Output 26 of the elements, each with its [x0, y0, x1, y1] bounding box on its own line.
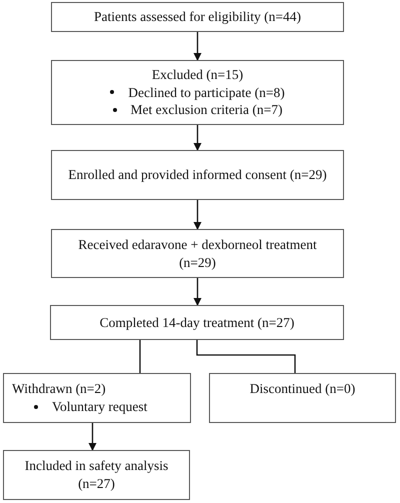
box-text: Patients assessed for eligibility (n=44): [94, 8, 302, 26]
box-text: Received edaravone + dexborneol treatment (n=29): [77, 236, 318, 272]
arrow: [194, 278, 202, 306]
bullet-text: Met exclusion criteria (n=7): [130, 101, 282, 119]
process-box: [50, 305, 344, 340]
box-text: Discontinued (n=0): [250, 380, 356, 398]
connector-line: [139, 340, 141, 373]
process-box: [3, 373, 191, 423]
arrow: [194, 32, 202, 61]
process-box: [209, 373, 396, 423]
process-box: [51, 60, 344, 125]
arrow: [88, 423, 96, 451]
process-box: [3, 450, 190, 500]
arrow: [194, 200, 202, 230]
bullet-text: Voluntary request: [52, 398, 148, 416]
process-box: [51, 229, 344, 278]
connector-line: [196, 340, 296, 373]
box-text: Enrolled and provided informed consent (n=29): [68, 166, 327, 184]
process-box: [51, 150, 344, 200]
box-text: Completed 14-day treatment (n=27): [100, 314, 294, 332]
bullet-text: Declined to participate (n=8): [128, 84, 285, 102]
box-text: Included in safety analysis (n=27): [24, 457, 170, 493]
box-text: Withdrawn (n=2): [12, 380, 106, 398]
process-box: [51, 2, 344, 32]
arrow: [194, 125, 202, 151]
box-text: Excluded (n=15): [152, 66, 244, 84]
